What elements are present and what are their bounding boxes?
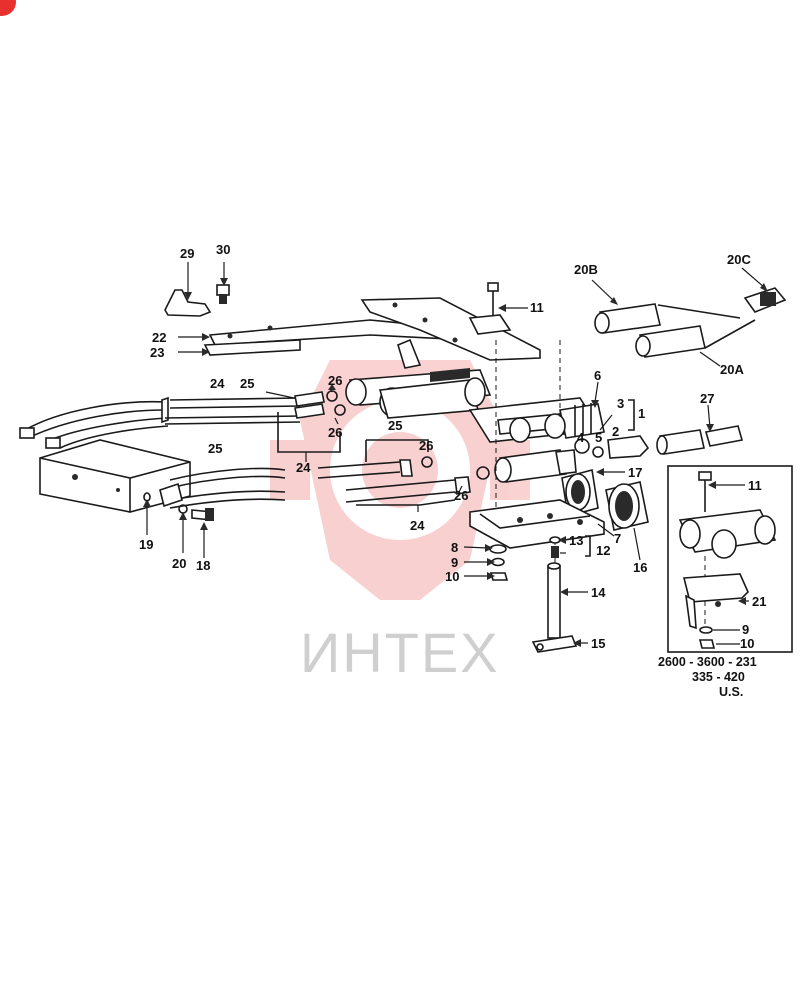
callout-20b: 20B	[574, 262, 598, 277]
callout-19: 19	[139, 537, 153, 552]
callout-15: 15	[591, 636, 605, 651]
callout-1: 1	[638, 406, 645, 421]
valve-spool-lower	[494, 449, 577, 483]
callout-13: 13	[569, 533, 583, 548]
callout-17: 17	[628, 465, 642, 480]
callout-29: 29	[180, 246, 194, 261]
callout-26-right: 26	[454, 488, 468, 503]
valve-body-middle	[468, 397, 605, 443]
inset-callout-10: 10	[740, 636, 754, 651]
watermark-logo-icon	[270, 360, 530, 600]
callout-20: 20	[172, 556, 186, 571]
quick-coupler-20	[594, 287, 787, 358]
valve-body-upper	[345, 368, 492, 419]
callout-6: 6	[594, 368, 601, 383]
callout-8: 8	[451, 540, 458, 555]
callout-11: 11	[530, 300, 544, 315]
bolt-18	[191, 508, 214, 521]
bracket-29	[164, 284, 230, 317]
callout-23: 23	[150, 345, 164, 360]
callout-24-lower: 24	[410, 518, 425, 533]
callout-3: 3	[617, 396, 624, 411]
callout-25-upper: 25	[240, 376, 254, 391]
callout-10: 10	[445, 569, 459, 584]
callout-4: 4	[577, 430, 585, 445]
callout-25-middle: 25	[388, 418, 402, 433]
callout-27: 27	[700, 391, 714, 406]
pin-14	[547, 562, 561, 639]
callout-26-upper: 26	[328, 373, 342, 388]
fittings-25-26	[294, 390, 346, 419]
callout-20a: 20A	[720, 362, 744, 377]
callout-2: 2	[612, 424, 619, 439]
clip-15	[531, 635, 578, 653]
hose-set	[19, 396, 169, 449]
callout-14: 14	[591, 585, 606, 600]
seal-17	[561, 468, 599, 518]
callout-24-upper: 24	[210, 376, 225, 391]
callout-9: 9	[451, 555, 458, 570]
inset-callout-9: 9	[742, 622, 749, 637]
callout-24-middle: 24	[296, 460, 311, 475]
callout-12: 12	[596, 543, 610, 558]
inset-callout-21: 21	[752, 594, 766, 609]
inset-caption-models: 2600 - 3600 - 231	[658, 655, 757, 669]
corner-badge-icon	[0, 0, 16, 16]
callout-18: 18	[196, 558, 210, 573]
inset-caption-region: U.S.	[719, 685, 743, 699]
callout-30: 30	[216, 242, 230, 257]
inset-panel	[667, 465, 793, 653]
seal-16	[605, 481, 649, 531]
watermark-text: ИНТЕХ	[300, 621, 500, 684]
callout-16: 16	[633, 560, 647, 575]
callout-20c: 20C	[727, 252, 751, 267]
callout-22: 22	[152, 330, 166, 345]
callout-26-lower: 26	[328, 425, 342, 440]
callout-5: 5	[595, 430, 602, 445]
base-plate-7	[469, 499, 605, 549]
callout-25-left: 25	[208, 441, 222, 456]
inset-caption-models-2: 335 - 420	[692, 670, 745, 684]
callout-7: 7	[614, 531, 621, 546]
callout-26-middle: 26	[419, 438, 433, 453]
bolt-11	[468, 282, 512, 335]
inset-callout-11: 11	[748, 478, 762, 493]
